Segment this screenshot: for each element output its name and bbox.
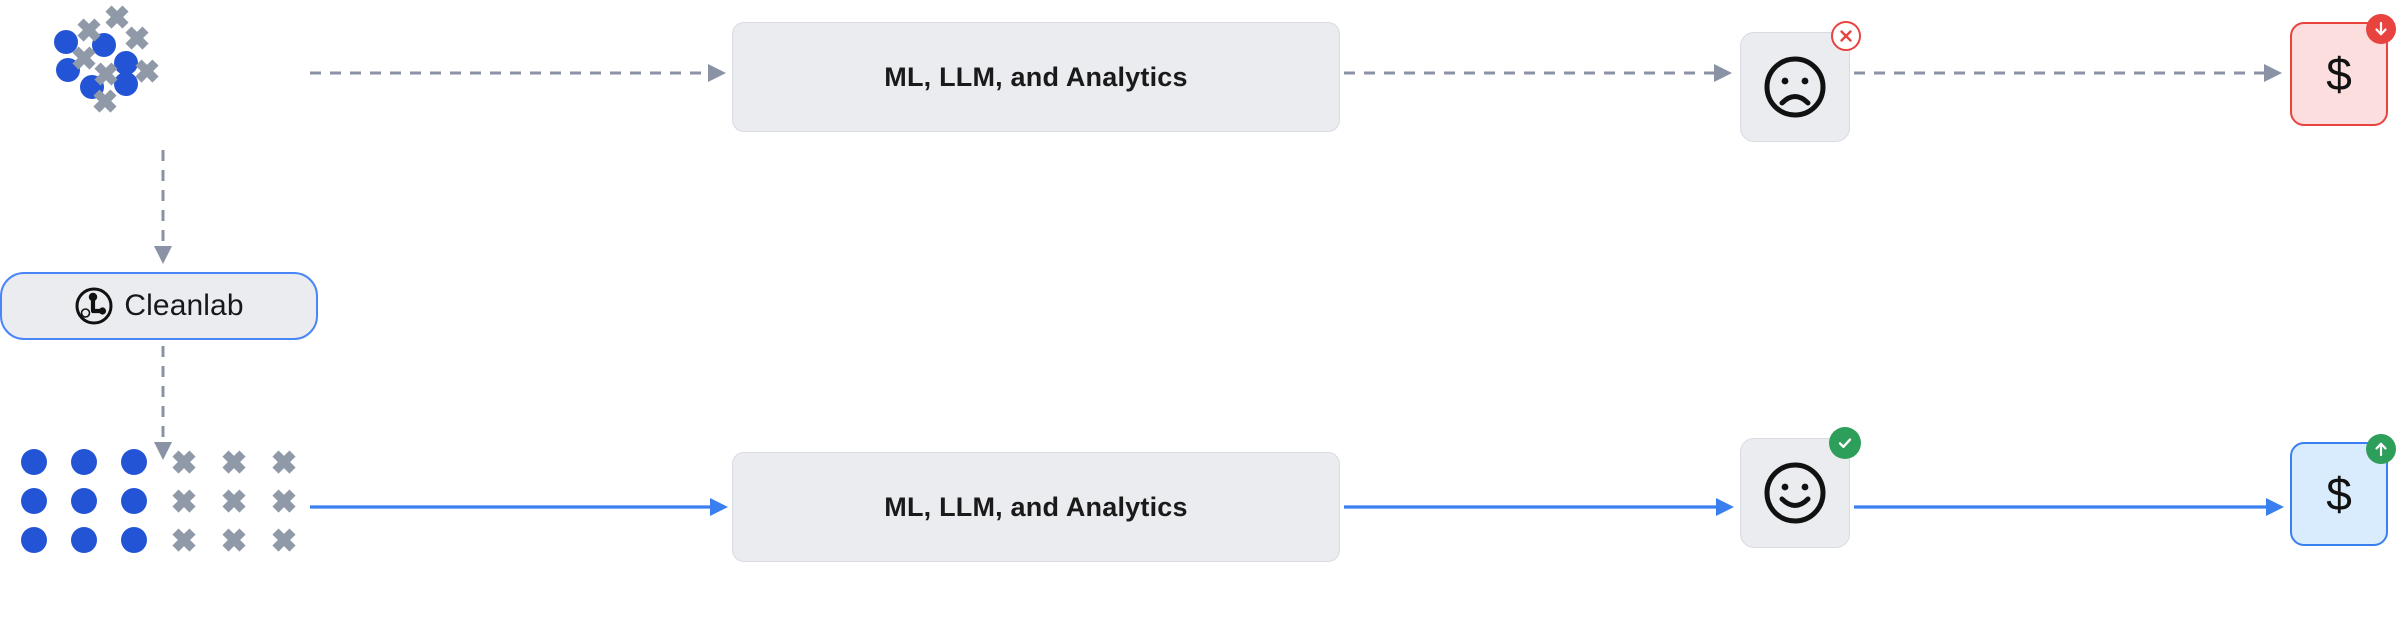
connector-process-to-outcome-top	[1344, 64, 1732, 82]
cross-icon	[125, 26, 149, 50]
x-icon	[1840, 30, 1852, 42]
data-point-cross	[70, 44, 98, 72]
data-point-cross	[75, 16, 103, 44]
connector-outcome-to-business-top	[1854, 64, 2282, 82]
data-point-circle	[21, 527, 47, 553]
cross-icon	[172, 450, 196, 474]
connector-cleanlab-to-clean-dataset	[154, 346, 172, 460]
cross-icon	[222, 450, 246, 474]
process-box-top-label: ML, LLM, and Analytics	[884, 61, 1188, 92]
cross-icon	[77, 18, 101, 42]
process-box-bottom-label: ML, LLM, and Analytics	[884, 491, 1188, 522]
data-point-cross	[123, 24, 151, 52]
data-point-cross	[220, 487, 248, 515]
data-point-circle	[71, 449, 97, 475]
connector-messy-to-process	[310, 64, 726, 82]
business-outcome-money-up[interactable]: $	[2290, 434, 2396, 546]
smile-face-icon	[1764, 462, 1826, 524]
data-point-cross	[92, 60, 120, 88]
data-point-circle	[121, 527, 147, 553]
data-point-circle	[71, 488, 97, 514]
error-x-badge	[1831, 21, 1861, 51]
cleanlab-logo-icon	[75, 287, 113, 325]
outcome-box-sad[interactable]	[1740, 21, 1861, 142]
check-icon	[1838, 438, 1852, 448]
arrow-down-badge	[2366, 14, 2396, 44]
cross-icon	[272, 528, 296, 552]
connector-clean-to-process	[310, 498, 728, 516]
data-point-cross	[133, 57, 161, 85]
cross-icon	[172, 528, 196, 552]
connector-process-to-outcome-bottom	[1344, 498, 1734, 516]
process-box-bottom[interactable]: ML, LLM, and Analytics	[732, 452, 1340, 562]
process-box-top[interactable]: ML, LLM, and Analytics	[732, 22, 1340, 132]
data-point-cross	[170, 487, 198, 515]
data-point-cross	[220, 448, 248, 476]
messy-dataset-cluster	[0, 0, 230, 140]
data-point-circle	[71, 527, 97, 553]
cross-icon	[72, 46, 96, 70]
data-point-cross	[91, 87, 119, 115]
data-point-circle	[114, 72, 138, 96]
connector-outcome-to-business-bottom	[1854, 498, 2284, 516]
data-point-circle	[54, 30, 78, 54]
data-point-circle	[21, 488, 47, 514]
cross-icon	[272, 450, 296, 474]
data-point-circle	[121, 488, 147, 514]
clean-dataset-grid	[20, 448, 310, 568]
data-point-circle	[21, 449, 47, 475]
cross-icon	[105, 5, 129, 29]
arrow-up-badge	[2366, 434, 2396, 464]
data-point-cross	[220, 526, 248, 554]
cross-icon	[272, 489, 296, 513]
outcome-box-happy[interactable]	[1740, 427, 1861, 548]
cross-icon	[135, 59, 159, 83]
cross-icon	[93, 89, 117, 113]
data-point-circle	[114, 51, 138, 75]
cleanlab-brand-pill[interactable]: Cleanlab	[0, 272, 318, 340]
arrow-up-icon	[2375, 442, 2387, 457]
data-point-cross	[270, 448, 298, 476]
data-point-cross	[270, 487, 298, 515]
data-point-cross	[270, 526, 298, 554]
cleanlab-brand-label: Cleanlab	[124, 289, 244, 322]
data-point-cross	[103, 3, 131, 31]
data-point-cross	[170, 526, 198, 554]
data-point-circle	[121, 449, 147, 475]
cross-icon	[94, 62, 118, 86]
cross-icon	[172, 489, 196, 513]
arrow-down-icon	[2375, 21, 2387, 36]
business-outcome-money-down[interactable]: $	[2290, 14, 2396, 126]
frown-face-icon	[1764, 56, 1826, 118]
dollar-symbol-bottom: $	[2326, 468, 2352, 520]
dollar-symbol-top: $	[2326, 48, 2352, 100]
connector-dataset-to-cleanlab	[154, 150, 172, 264]
data-point-cross	[170, 448, 198, 476]
cross-icon	[222, 528, 246, 552]
check-badge	[1829, 427, 1861, 459]
cross-icon	[222, 489, 246, 513]
